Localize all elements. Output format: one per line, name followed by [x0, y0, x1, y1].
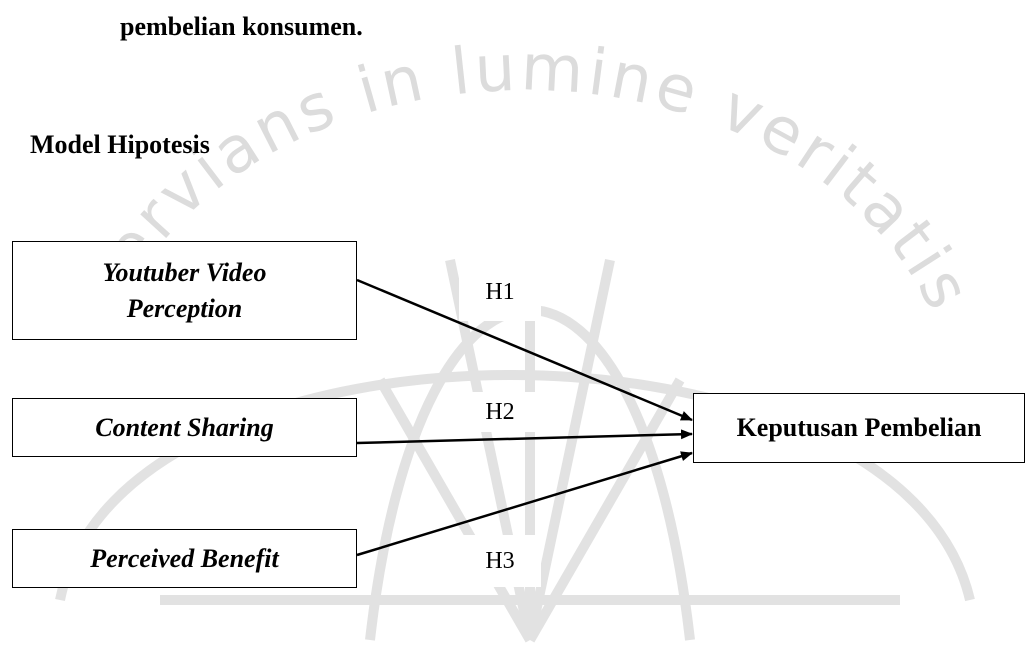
arrow-h3 — [356, 451, 693, 557]
watermark-outer-arc — [55, 370, 975, 602]
hypothesis-label-h1: H1 — [459, 263, 541, 321]
variable-box-content-sharing: Content Sharing — [12, 398, 357, 457]
arrow-h2 — [356, 429, 693, 445]
variable-box-perceived-benefit: Perceived Benefit — [12, 529, 357, 588]
variable-box-keputusan-pembelian: Keputusan Pembelian — [693, 393, 1025, 463]
hypothesis-label-h3: H3 — [459, 535, 541, 587]
variable-label: Content Sharing — [95, 412, 274, 442]
variable-label: Keputusan Pembelian — [736, 413, 982, 442]
variable-label-line1: Youtuber Video — [102, 257, 267, 287]
section-title: Model Hipotesis — [30, 130, 210, 159]
arrow-h1 — [356, 278, 693, 422]
watermark-ray — [525, 258, 615, 642]
hypothesis-label-h2: H2 — [459, 392, 541, 432]
variable-label-line2: Perception — [126, 293, 243, 323]
continued-paragraph-text: pembelian konsumen. — [120, 12, 363, 41]
variable-label: Perceived Benefit — [90, 543, 279, 573]
variable-box-youtuber-video-perception: Youtuber Video Perception — [12, 241, 357, 340]
